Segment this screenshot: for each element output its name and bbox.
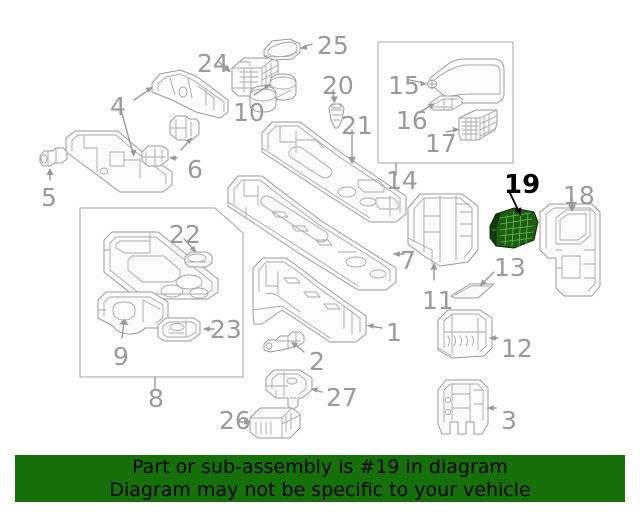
- callout-2: 2: [309, 347, 325, 376]
- leader-15: [408, 79, 427, 87]
- part-1-console-lower: [252, 257, 367, 343]
- leader-11: [430, 262, 438, 281]
- part-18-side-trim-cover: [539, 203, 601, 297]
- callout-5: 5: [41, 183, 57, 212]
- leader-3: [486, 405, 497, 411]
- callout-9: 9: [113, 342, 129, 371]
- leader-1: [366, 323, 383, 329]
- inset-box-8: [79, 207, 244, 389]
- leader-19-highlighted: [509, 192, 522, 216]
- callout-24: 24: [197, 49, 229, 78]
- part-20-plug: [328, 103, 345, 129]
- callout-16: 16: [396, 106, 428, 135]
- notice-banner-line-1: Part or sub-assembly is #19 in diagram: [132, 455, 508, 478]
- leader-13: [479, 271, 495, 287]
- part-6-clip-upper: [169, 115, 200, 141]
- leader-16: [417, 103, 435, 114]
- part-6-clip-lower: [141, 145, 169, 167]
- leader-25: [299, 43, 313, 50]
- callout-22: 22: [169, 220, 201, 249]
- callout-15: 15: [388, 71, 420, 100]
- leader-26: [239, 419, 252, 425]
- leader-4: [120, 87, 153, 157]
- leader-7: [392, 251, 405, 257]
- leader-12: [488, 335, 499, 341]
- callout-1: 1: [386, 318, 402, 347]
- part-9-cupholder-insert: [97, 291, 169, 335]
- leader-10: [253, 84, 271, 96]
- callout-6: 6: [187, 155, 203, 184]
- part-26-control-unit: [249, 407, 301, 439]
- callout-8: 8: [148, 384, 164, 413]
- callout-13: 13: [494, 253, 526, 282]
- leader-5: [46, 168, 54, 181]
- callout-20: 20: [322, 71, 354, 100]
- callout-14: 14: [386, 166, 418, 195]
- part-7-console-body: [227, 175, 397, 291]
- part-3-duct-frame: [437, 379, 489, 435]
- part-21-console-upper-trim: [261, 121, 407, 223]
- part-19-highlighted-connector: [489, 207, 539, 249]
- part-13-mat: [450, 283, 495, 299]
- leader-18: [568, 197, 576, 212]
- part-23-switch-module: [157, 317, 201, 342]
- part-27-module: [265, 369, 313, 411]
- part-4-upper-trim: [151, 69, 229, 119]
- callout-18: 18: [563, 181, 595, 210]
- callout-19-highlighted: 19: [504, 170, 541, 200]
- part-12-storage-bin: [437, 309, 493, 359]
- leader-17: [445, 126, 460, 133]
- leader-9: [119, 318, 129, 339]
- leader-23: [202, 326, 215, 332]
- part-10-cupholder: [249, 73, 297, 113]
- leader-22: [183, 238, 197, 253]
- callout-11: 11: [422, 286, 454, 315]
- callout-23: 23: [210, 315, 242, 344]
- callout-3: 3: [501, 406, 517, 435]
- leader-2: [291, 341, 305, 353]
- leader-24: [218, 61, 231, 73]
- part-22-cap: [184, 251, 213, 268]
- part-11-rear-housing: [407, 193, 479, 267]
- part-4-side-trim: [65, 130, 173, 193]
- notice-banner-line-2: Diagram may not be specific to your vehi…: [109, 478, 531, 501]
- part-5-knob: [39, 147, 68, 167]
- inset-box-14: [377, 41, 514, 176]
- part-console-trim-panel: [103, 231, 219, 300]
- part-16-latch: [429, 95, 463, 111]
- callout-25: 25: [317, 31, 349, 60]
- leader-27: [310, 387, 323, 393]
- leader-20: [330, 89, 338, 104]
- callout-10: 10: [233, 98, 265, 127]
- callout-4: 4: [110, 92, 126, 121]
- part-15-fastener: [427, 79, 437, 90]
- callout-27: 27: [326, 383, 358, 412]
- callout-7: 7: [400, 246, 416, 275]
- part-armrest-lid: [429, 58, 505, 104]
- callout-17: 17: [425, 129, 457, 158]
- part-2-bracket: [263, 331, 305, 353]
- notice-banner: Part or sub-assembly is #19 in diagram D…: [15, 455, 625, 502]
- part-25-cover: [263, 38, 301, 61]
- callout-26: 26: [219, 406, 251, 435]
- leader-21: [348, 129, 356, 164]
- leader-6: [168, 137, 193, 161]
- callout-21: 21: [341, 111, 373, 140]
- callout-12: 12: [501, 334, 533, 363]
- part-17-hinge-block: [458, 109, 498, 141]
